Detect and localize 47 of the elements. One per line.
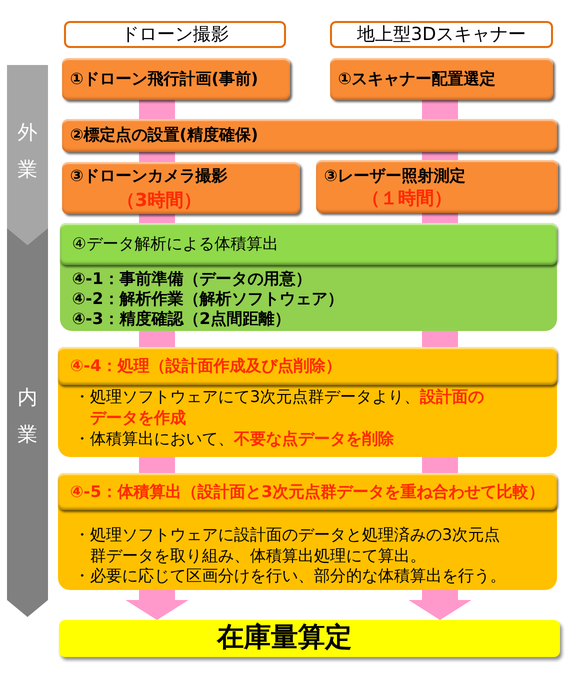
process-box [62,119,557,152]
process-panel [60,223,557,331]
process-panel [58,473,557,590]
column-header-box [64,21,286,48]
connector-band [422,100,458,119]
broad-arrow [126,590,188,620]
phase-label: 内業 [18,384,38,448]
process-box [62,162,300,214]
substep-text: ④-3：精度確認（2点間距離） [72,309,292,329]
phase-label: 外業 [18,119,38,183]
connector-band [139,100,175,119]
bullet-text: ・体積算出において、不要な点データを削除 [74,428,395,449]
connector-band [422,152,458,160]
step-label: ②標定点の設置(精度確保) [70,125,258,145]
connector-band [422,331,458,347]
connector-band [139,214,175,223]
bullet-text: ・処理ソフトウェアにて3次元点群データより、設計面のデータを作成 [74,386,486,428]
result-box [59,620,560,657]
duration-label: （3時間） [117,190,202,212]
step-heading: ④-4：処理（設計面作成及び点削除） [70,356,342,376]
connector-band [139,331,175,347]
column-heading: 地上型3Dスキャナー [356,24,526,46]
process-box [330,58,553,100]
process-panel [58,347,557,457]
connector-band [422,213,458,223]
step-heading: ④データ解析による体積算出 [72,234,278,254]
bullet-text: ・必要に応じて区画分けを行い、部分的な体積算出を行う。 [74,566,507,586]
connector-band [422,457,458,473]
result-label: 在庫量算定 [217,621,352,655]
step-label: ③レーザー照射測定 [324,166,466,186]
connector-band [139,152,175,162]
phase-band [7,65,48,245]
duration-label: （１時間） [362,188,452,210]
step-heading: ④-5：体積算出（設計面と3次元点群データを重ね合わせて比較） [70,482,544,502]
column-heading: ドローン撮影 [121,24,229,46]
step-label: ①ドローン飛行計画(事前) [70,69,258,89]
process-box [62,58,290,100]
substep-text: ④-1：事前準備（データの用意） [72,269,312,289]
step-label: ①スキャナー配置選定 [338,69,496,89]
bullet-text: ・処理ソフトウェアに設計面のデータと処理済みの3次元点群データを取り組み、体積算出処理にて算出。 [74,525,502,566]
step-label: ③ドローンカメラ撮影 [70,166,228,186]
broad-arrow [408,590,472,620]
substep-text: ④-2：解析作業（解析ソフトウェア） [72,289,344,309]
process-box [316,160,558,213]
column-header-box [330,21,553,48]
phase-band [7,228,48,617]
connector-band [139,457,175,473]
